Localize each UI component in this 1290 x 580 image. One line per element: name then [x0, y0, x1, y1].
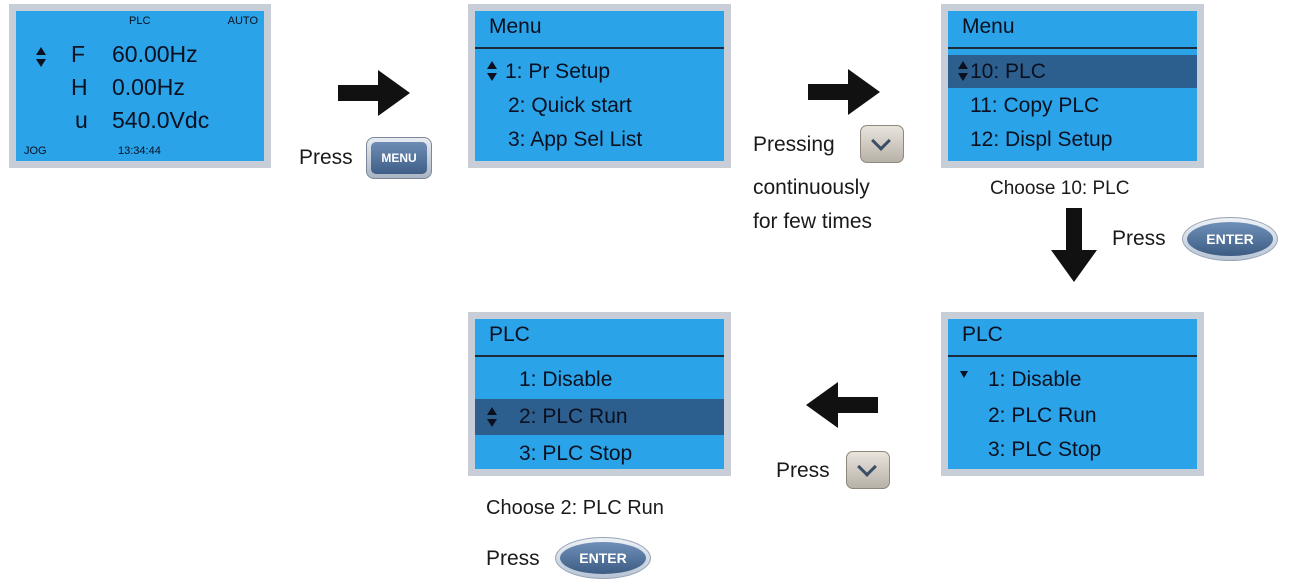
continuously-label: continuously [753, 176, 870, 199]
down-key-button-2[interactable] [846, 451, 890, 489]
choose-10-label: Choose 10: PLC [990, 178, 1130, 199]
status-top-mid: PLC [129, 15, 151, 27]
plc-item-label: 2: PLC Run [519, 405, 628, 428]
status-clock: 13:34:44 [118, 145, 161, 157]
plc-rule-left [475, 355, 724, 357]
menu-item-pr-setup[interactable]: 1: Pr Setup [475, 55, 724, 88]
status-bottom-left: JOG [24, 145, 47, 157]
plc-screen-right: PLC 1: Disable 2: PLC Run 3: PLC Stop [948, 319, 1197, 469]
status-letter-h: H [71, 74, 88, 100]
menu-button[interactable]: MENU [366, 137, 432, 179]
pressing-label: Pressing [753, 133, 835, 156]
plc-title-left: PLC [489, 323, 530, 346]
down-key-button-1[interactable] [860, 125, 904, 163]
status-letter-u: u [75, 107, 88, 133]
menu-item-label: 11: Copy PLC [970, 94, 1100, 117]
status-value-h: 0.00Hz [112, 74, 185, 100]
menu-lcd-1: Menu 1: Pr Setup 2: Quick start 3: App S… [468, 4, 731, 168]
menu-item-app-sel-list[interactable]: 3: App Sel List [475, 123, 724, 156]
status-screen: PLC AUTO F 60.00Hz H 0.00Hz u 540.0Vdc J… [16, 11, 264, 161]
plc-item-label: 1: Disable [519, 368, 613, 391]
arrow-right-1 [338, 70, 410, 116]
plc-title-right: PLC [962, 323, 1003, 346]
plc-screen-left: PLC 1: Disable 2: PLC Run 3: PLC Stop [475, 319, 724, 469]
plc-item-label: 3: PLC Stop [519, 442, 633, 465]
plc-item-plc-run[interactable]: 2: PLC Run [475, 399, 724, 435]
plc-item-disable[interactable]: 1: Disable [948, 363, 1197, 396]
menu-screen-2: Menu 10: PLC 11: Copy PLC 12: Displ Setu… [948, 11, 1197, 161]
menu-button-label: MENU [371, 142, 427, 174]
menu-item-label: 1: Pr Setup [505, 60, 611, 83]
press-enter-label-1: Press [1112, 227, 1166, 250]
status-value-f: 60.00Hz [112, 41, 198, 67]
menu-item-label: 2: Quick start [508, 94, 632, 117]
menu-rule-1 [475, 47, 724, 49]
menu-title-1: Menu [489, 15, 542, 38]
menu-lcd-2: Menu 10: PLC 11: Copy PLC 12: Displ Setu… [941, 4, 1204, 168]
status-lcd: PLC AUTO F 60.00Hz H 0.00Hz u 540.0Vdc J… [9, 4, 271, 168]
up-down-icon [487, 407, 497, 427]
plc-item-plc-stop[interactable]: 3: PLC Stop [475, 437, 724, 469]
up-down-icon [36, 47, 46, 67]
menu-rule-2 [948, 47, 1197, 49]
menu-item-displ-setup[interactable]: 12: Displ Setup [948, 123, 1197, 156]
menu-item-copy-plc[interactable]: 11: Copy PLC [948, 89, 1197, 122]
arrow-left [806, 382, 878, 428]
few-times-label: for few times [753, 210, 873, 233]
plc-lcd-left: PLC 1: Disable 2: PLC Run 3: PLC Stop [468, 312, 731, 476]
menu-item-plc[interactable]: 10: PLC [948, 55, 1197, 88]
arrow-right-2 [808, 69, 880, 115]
enter-button-label: ENTER [560, 542, 646, 574]
plc-item-label: 2: PLC Run [988, 404, 1097, 427]
chevron-down-icon [871, 131, 891, 151]
plc-item-label: 3: PLC Stop [988, 438, 1102, 461]
press-down-label: Press [776, 459, 830, 482]
menu-item-label: 3: App Sel List [508, 128, 643, 151]
up-down-icon [487, 61, 497, 81]
chevron-down-icon [857, 457, 877, 477]
enter-button-1[interactable]: ENTER [1182, 217, 1278, 261]
press-menu-label: Press [299, 146, 353, 169]
status-letter-f: F [71, 41, 86, 67]
menu-item-quick-start[interactable]: 2: Quick start [475, 89, 724, 122]
down-arrow-icon [960, 371, 968, 378]
enter-button-label: ENTER [1187, 222, 1273, 256]
choose-2-label: Choose 2: PLC Run [486, 497, 664, 519]
arrow-down [1051, 208, 1097, 282]
status-value-u: 540.0Vdc [112, 107, 210, 133]
enter-button-2[interactable]: ENTER [555, 537, 651, 579]
plc-lcd-right: PLC 1: Disable 2: PLC Run 3: PLC Stop [941, 312, 1204, 476]
plc-item-label: 1: Disable [988, 368, 1082, 391]
menu-screen-1: Menu 1: Pr Setup 2: Quick start 3: App S… [475, 11, 724, 161]
plc-item-plc-run[interactable]: 2: PLC Run [948, 399, 1197, 432]
menu-item-label: 10: PLC [970, 60, 1046, 83]
plc-rule-right [948, 355, 1197, 357]
up-down-icon [958, 61, 968, 81]
plc-item-plc-stop[interactable]: 3: PLC Stop [948, 433, 1197, 466]
press-enter-label-2: Press [486, 547, 540, 570]
menu-title-2: Menu [962, 15, 1015, 38]
menu-item-label: 12: Displ Setup [970, 128, 1113, 151]
status-top-right: AUTO [227, 15, 258, 27]
plc-item-disable[interactable]: 1: Disable [475, 363, 724, 396]
